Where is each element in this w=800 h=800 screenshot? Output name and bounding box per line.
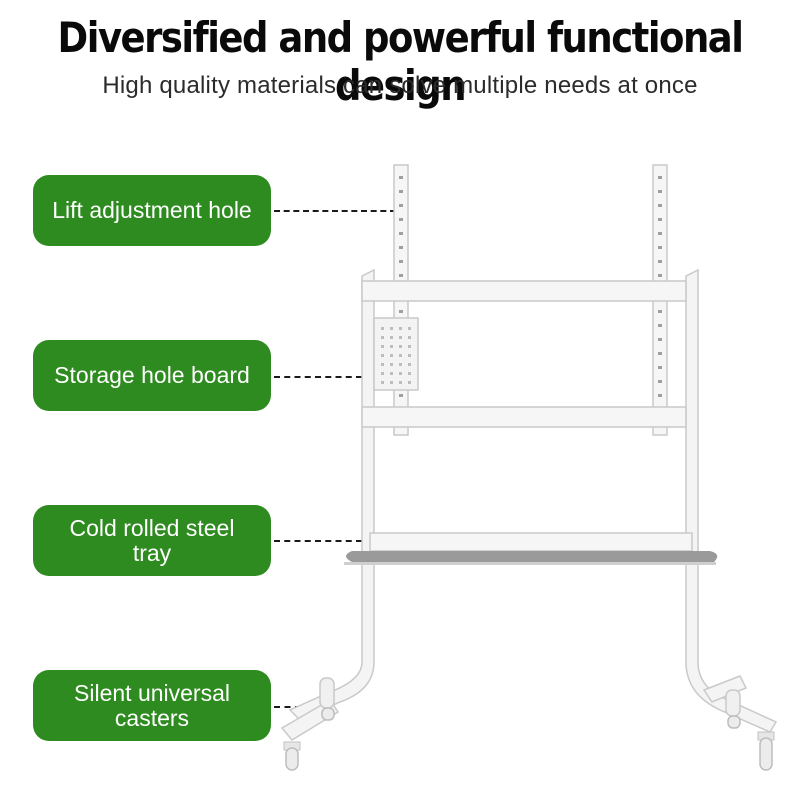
caster-rear-right [727, 715, 741, 729]
top-crossbar [361, 280, 687, 302]
left-foot-cap [319, 677, 335, 709]
storage-hole-board [373, 317, 419, 391]
callout-lift-adjustment-hole: Lift adjustment hole [33, 175, 271, 246]
caster-front-right [757, 731, 775, 771]
steel-tray [344, 532, 718, 565]
callout-label: Silent universal casters [74, 679, 230, 731]
callout-storage-hole-board: Storage hole board [33, 340, 271, 411]
left-upright [288, 268, 375, 721]
right-upright [685, 268, 778, 733]
callout-cold-rolled-steel-tray: Cold rolled steel tray [33, 505, 271, 576]
leader-line-storage-board [274, 376, 362, 378]
leader-line-tray [274, 540, 362, 542]
callout-silent-universal-casters: Silent universal casters [33, 670, 271, 741]
leader-line-lift-hole [274, 210, 396, 212]
middle-crossbar [361, 406, 687, 428]
callout-label: Lift adjustment hole [52, 197, 252, 223]
callout-label: Storage hole board [54, 362, 250, 388]
page-subtitle: High quality materials can solve multipl… [102, 72, 698, 99]
right-foot-cap [725, 689, 741, 717]
caster-front-left [283, 741, 301, 771]
page-title: Diversified and powerful functional desi… [57, 14, 744, 111]
callout-label: Cold rolled steel tray [69, 514, 235, 566]
right-foot [702, 675, 748, 703]
caster-rear-left [321, 707, 335, 721]
